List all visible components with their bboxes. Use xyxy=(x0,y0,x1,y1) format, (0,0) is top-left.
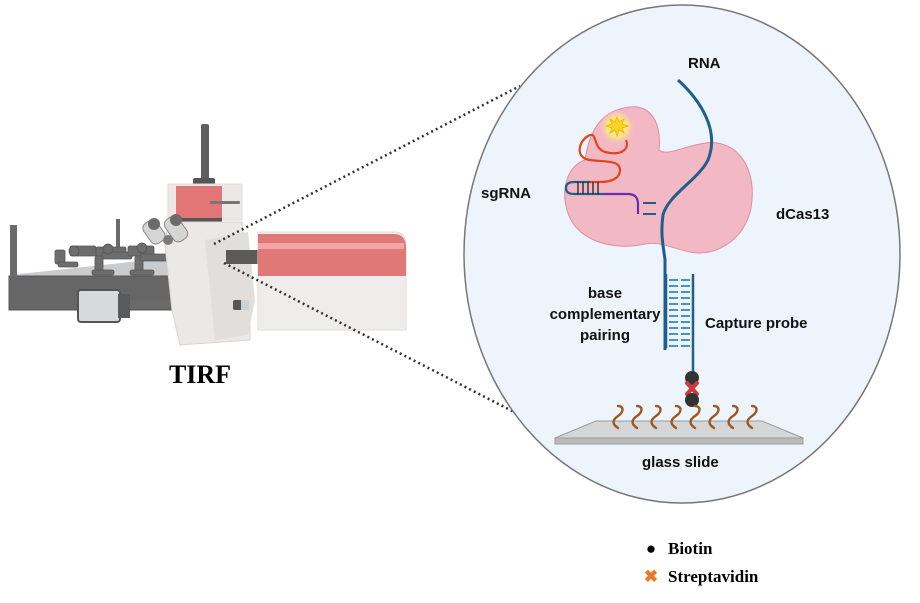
base-pairing-line-1: base xyxy=(587,285,623,302)
surface-linker xyxy=(650,404,662,430)
streptavidin-x-icon: ✖ xyxy=(643,567,659,586)
streptavidin-cross xyxy=(685,381,699,396)
base-pairing-label: base complementary pairing xyxy=(535,285,675,344)
legend-item-biotin: ● Biotin xyxy=(642,539,713,559)
dcas13-protein xyxy=(564,106,753,254)
biotin-dot-icon: ● xyxy=(645,539,657,558)
sgrna-label: sgRNA xyxy=(481,185,532,202)
zoom-panel xyxy=(463,4,901,504)
tirf-label: TIRF xyxy=(168,360,232,389)
optical-table xyxy=(8,219,200,323)
surface-linker xyxy=(727,404,739,430)
fluorophore-icon xyxy=(604,115,630,138)
glass-slide xyxy=(554,404,804,445)
microscope-body xyxy=(142,124,258,346)
surface-linker xyxy=(708,404,720,430)
base-pairing-line-3: pairing xyxy=(579,327,630,344)
target-rna-strand xyxy=(660,78,714,350)
surface-linker xyxy=(689,404,701,430)
zoom-line-upper xyxy=(213,84,521,246)
sgrna-strand xyxy=(564,133,656,215)
laser-box xyxy=(257,231,407,331)
biotin-dot-lower xyxy=(685,393,699,407)
biotin-dot-upper xyxy=(685,371,699,385)
glass-slide-label: glass slide xyxy=(642,454,719,471)
biotin-streptavidin-linker xyxy=(685,371,699,407)
legend-label-biotin: Biotin xyxy=(668,539,713,558)
surface-linker xyxy=(631,404,643,430)
capture-probe-label: Capture probe xyxy=(705,315,808,332)
rna-label: RNA xyxy=(688,55,721,72)
dcas13-label: dCas13 xyxy=(776,206,830,223)
surface-linker xyxy=(670,404,682,430)
legend-label-streptavidin: Streptavidin xyxy=(668,567,759,586)
legend-item-streptavidin: ✖ Streptavidin xyxy=(642,567,759,587)
capture-probe-duplex xyxy=(664,274,695,378)
surface-linker xyxy=(612,404,624,430)
zoom-panel-ellipse xyxy=(463,4,901,504)
base-pairing-line-2: complementary xyxy=(549,306,661,323)
surface-linker xyxy=(746,404,758,430)
tirf-microscope-illustration xyxy=(8,84,521,416)
